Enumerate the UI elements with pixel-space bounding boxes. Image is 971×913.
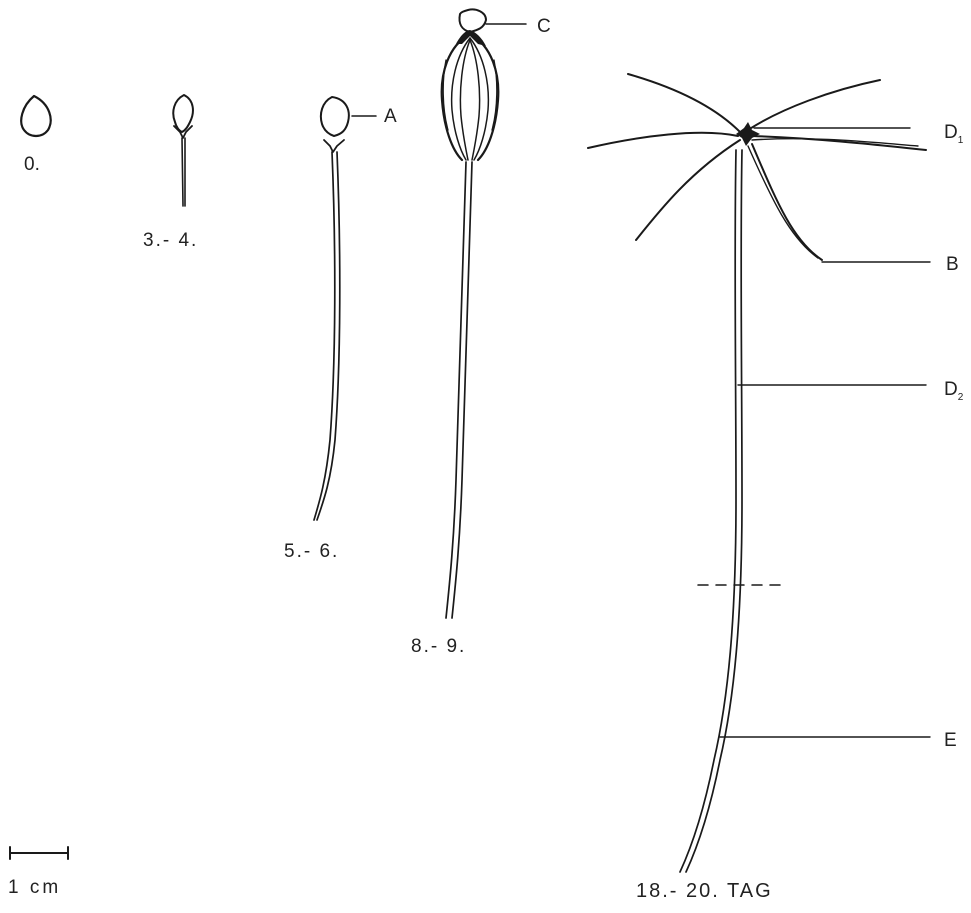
stage-8-9-seedling: C 8.- 9. (411, 9, 551, 657)
scale-bar-label: 1 cm (8, 877, 61, 898)
stage-0-label: 0. (24, 154, 40, 175)
stage-8-9-label: 8.- 9. (411, 636, 466, 657)
stage-18-20-seedling: D1 B D2 E 18.- 20. TAG (588, 74, 964, 902)
label-D2: D2 (944, 379, 964, 403)
label-C: C (537, 16, 551, 37)
stage-18-20-label: 18.- 20. TAG (636, 880, 773, 902)
label-B: B (946, 254, 959, 275)
stage-5-6-label: 5.- 6. (284, 541, 339, 562)
stage-3-4-label: 3.- 4. (143, 230, 198, 251)
stage-0-seed: 0. (21, 96, 50, 175)
stage-5-6-seedling: A 5.- 6. (284, 97, 397, 562)
label-D1: D1 (944, 122, 964, 146)
label-D2-subscript: 2 (958, 392, 964, 403)
stage-3-4-seedling: 3.- 4. (143, 95, 198, 251)
label-A: A (384, 106, 397, 127)
label-E: E (944, 730, 957, 751)
label-D1-subscript: 1 (958, 135, 964, 146)
scale-bar: 1 cm (8, 847, 68, 898)
